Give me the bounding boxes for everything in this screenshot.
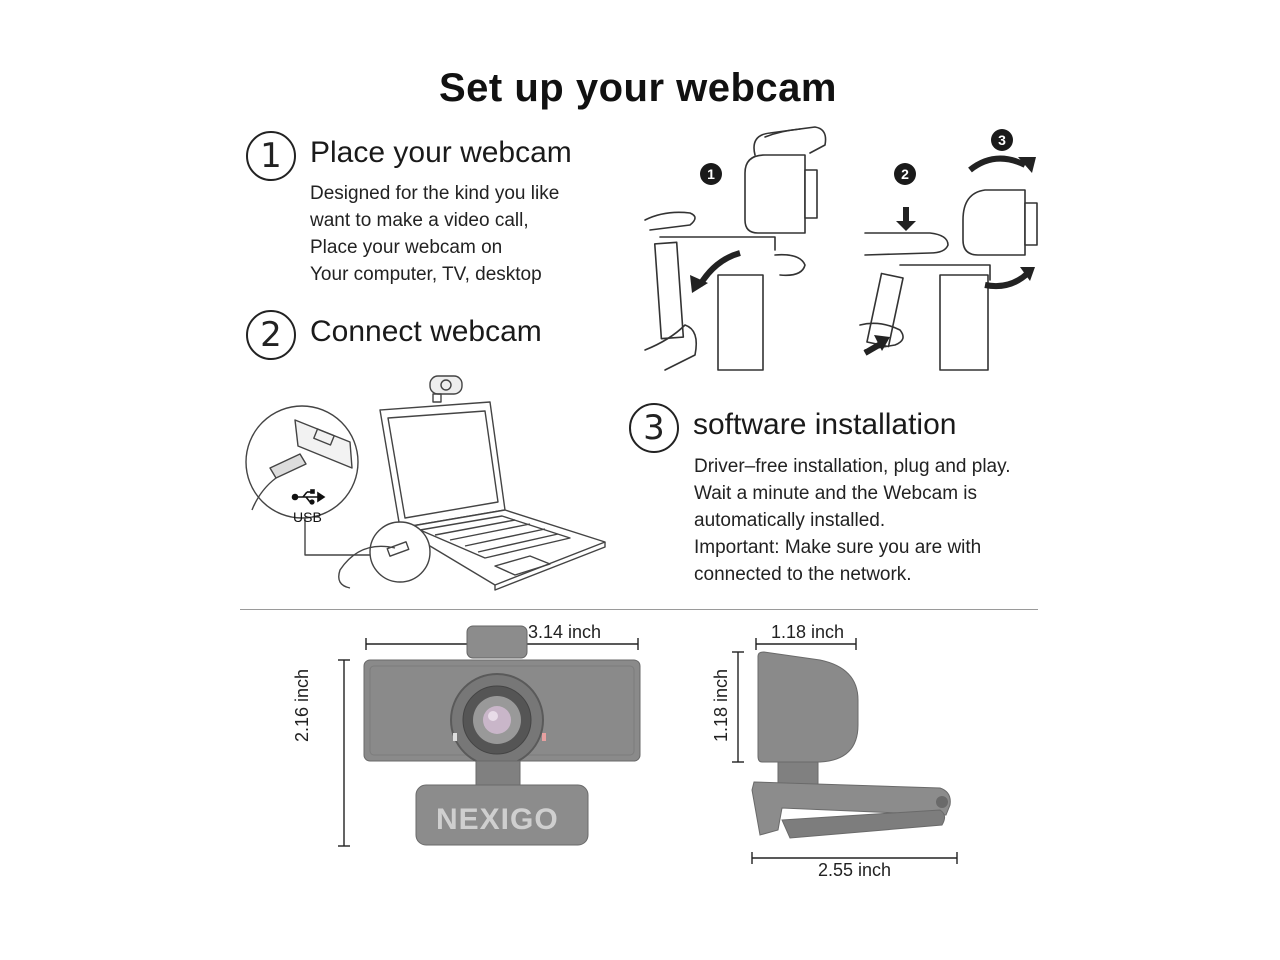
step-1-line: Place your webcam on (310, 237, 503, 258)
mount-badge-3: 3 (991, 129, 1013, 151)
step-2-number: 2 (246, 310, 296, 360)
webcam-front-view (338, 625, 641, 847)
step-1-line: Designed for the kind you like (310, 183, 560, 204)
rotate-arrow-icon (968, 155, 1027, 173)
section-divider (240, 609, 1038, 610)
step-1-description: Designed for the kind you like want to m… (310, 180, 559, 288)
mount-illustration-open (644, 126, 827, 371)
step-1-line: Your computer, TV, desktop (310, 264, 542, 285)
step-1-title: Place your webcam (310, 136, 572, 169)
step-1-line: want to make a video call, (310, 210, 529, 231)
front-width-label: 3.14 inch (528, 622, 602, 642)
step-3-line: Important: Make sure you are with (694, 537, 982, 558)
side-height-label: 1.18 inch (711, 668, 731, 742)
side-depth-label: 1.18 inch (771, 622, 845, 642)
step-3-description: Driver–free installation, plug and play.… (694, 453, 1011, 588)
step-1-number: 1 (246, 131, 296, 181)
laptop-illustration (245, 375, 606, 591)
step-3-title: software installation (693, 408, 957, 441)
step-2-title: Connect webcam (310, 315, 542, 348)
mount-illustration-attached (859, 155, 1038, 371)
step-3-number: 3 (629, 403, 679, 453)
clip-length-label: 2.55 inch (818, 860, 892, 880)
webcam-side-view (732, 638, 958, 864)
front-height-label: 2.16 inch (292, 668, 312, 742)
usb-icon (291, 489, 326, 505)
brand-logo: NEXIGO (436, 803, 559, 836)
usb-label: USB (293, 509, 322, 525)
step-3-line: Driver–free installation, plug and play. (694, 456, 1011, 477)
step-3-line: automatically installed. (694, 510, 886, 531)
mount-badge-1: 1 (700, 163, 722, 185)
page-title: Set up your webcam (439, 66, 837, 110)
mount-badge-2: 2 (894, 163, 916, 185)
step-3-line: connected to the network. (694, 564, 912, 585)
step-3-line: Wait a minute and the Webcam is (694, 483, 978, 504)
